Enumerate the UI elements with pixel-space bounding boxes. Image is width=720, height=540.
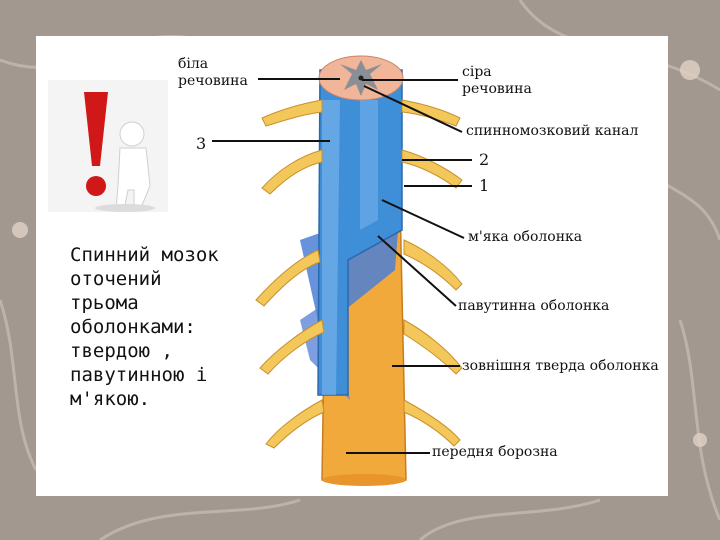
warning-figure-icon bbox=[48, 80, 168, 212]
label-number-1: 1 bbox=[479, 176, 490, 195]
slide-caption: Спинний мозок оточений трьома оболонками… bbox=[70, 244, 219, 410]
label-pia-mater: м'яка оболонка bbox=[468, 229, 583, 245]
label-number-2: 2 bbox=[479, 150, 490, 169]
label-number-3: 3 bbox=[196, 134, 207, 153]
label-central-canal: спинномозковий канал bbox=[466, 123, 639, 139]
label-anterior-fissure: передня борозна bbox=[432, 444, 558, 460]
label-white-matter: біла речовина bbox=[178, 56, 248, 89]
label-gray-matter: сіра речовина bbox=[462, 64, 532, 97]
label-dura-mater: зовнішня тверда оболонка bbox=[462, 358, 659, 374]
label-arachnoid: павутинна оболонка bbox=[458, 298, 610, 314]
